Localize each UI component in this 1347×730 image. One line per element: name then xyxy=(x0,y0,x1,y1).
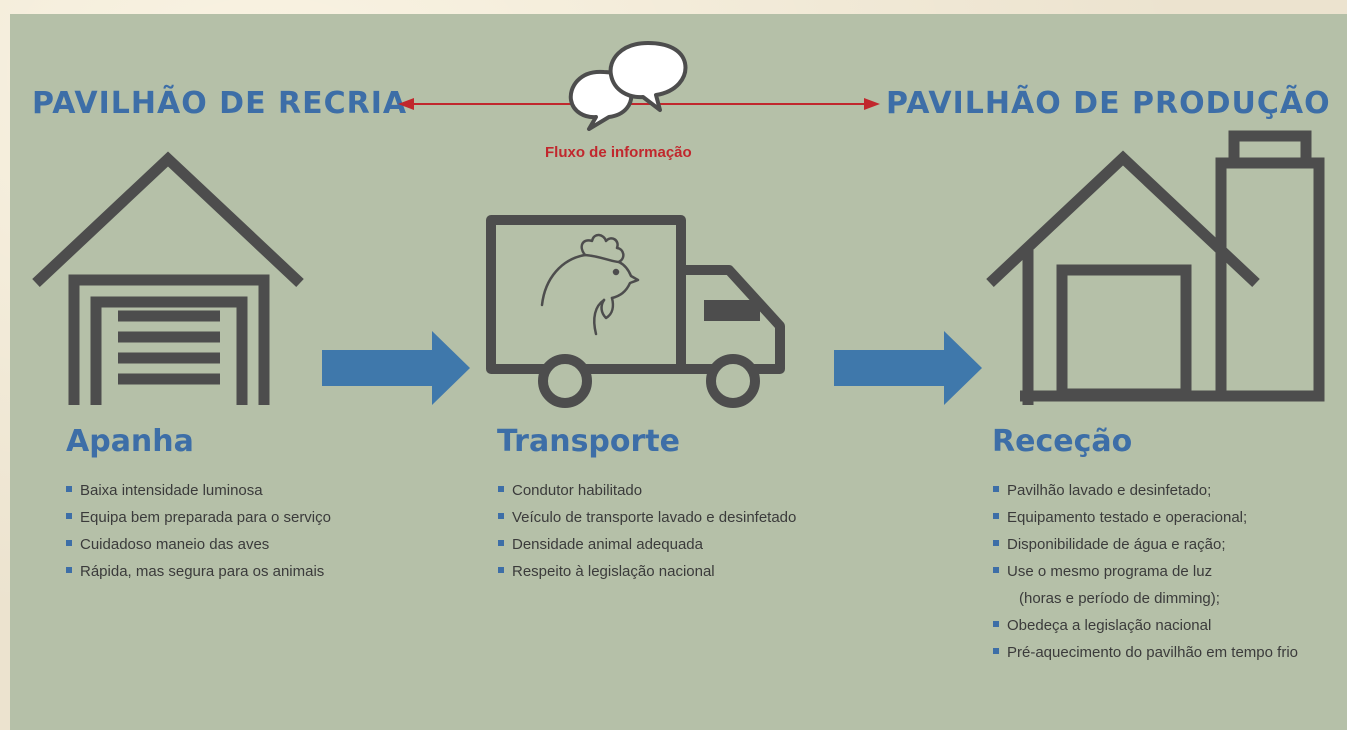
stage-heading-transporte: Transporte xyxy=(497,424,680,459)
list-item: Disponibilidade de água e ração; xyxy=(993,537,1298,564)
speech-bubbles-icon xyxy=(568,41,688,131)
truck-icon xyxy=(486,215,785,408)
stage-list-transporte: Condutor habilitado Veículo de transport… xyxy=(498,483,796,591)
information-flow-label: Fluxo de informação xyxy=(545,144,692,161)
list-item: Rápida, mas segura para os animais xyxy=(66,564,331,591)
list-item: Cuidadoso maneio das aves xyxy=(66,537,331,564)
information-flow-arrow xyxy=(398,98,880,110)
list-item: Densidade animal adequada xyxy=(498,537,796,564)
garage-icon xyxy=(32,151,304,405)
chicken-icon xyxy=(540,233,640,336)
farm-house-icon xyxy=(986,150,1320,405)
list-item: Equipamento testado e operacional; xyxy=(993,510,1298,537)
right-arrow-icon xyxy=(322,331,470,405)
right-arrow-icon xyxy=(834,331,982,405)
list-item: Equipa bem preparada para o serviço xyxy=(66,510,331,537)
list-item: Pré-aquecimento do pavilhão em tempo fri… xyxy=(993,645,1298,672)
stage-heading-rececao: Receção xyxy=(992,424,1133,459)
stage-heading-apanha: Apanha xyxy=(66,424,194,459)
list-item: Obedeça a legislação nacional xyxy=(993,618,1298,645)
list-item: Veículo de transporte lavado e desinfeta… xyxy=(498,510,796,537)
list-item: Baixa intensidade luminosa xyxy=(66,483,331,510)
list-item-continuation: (horas e período de dimming); xyxy=(1019,590,1220,607)
silo-icon xyxy=(1215,130,1325,402)
production-house-title: PAVILHÃO DE PRODUÇÃO xyxy=(886,86,1331,121)
list-item: Respeito à legislação nacional xyxy=(498,564,796,591)
list-item: Use o mesmo programa de luz xyxy=(993,564,1298,591)
rearing-house-title: PAVILHÃO DE RECRIA xyxy=(32,86,408,121)
list-item: Condutor habilitado xyxy=(498,483,796,510)
stage-list-rececao: Pavilhão lavado e desinfetado; Equipamen… xyxy=(993,483,1298,672)
list-item: Pavilhão lavado e desinfetado; xyxy=(993,483,1298,510)
stage-list-apanha: Baixa intensidade luminosa Equipa bem pr… xyxy=(66,483,331,591)
